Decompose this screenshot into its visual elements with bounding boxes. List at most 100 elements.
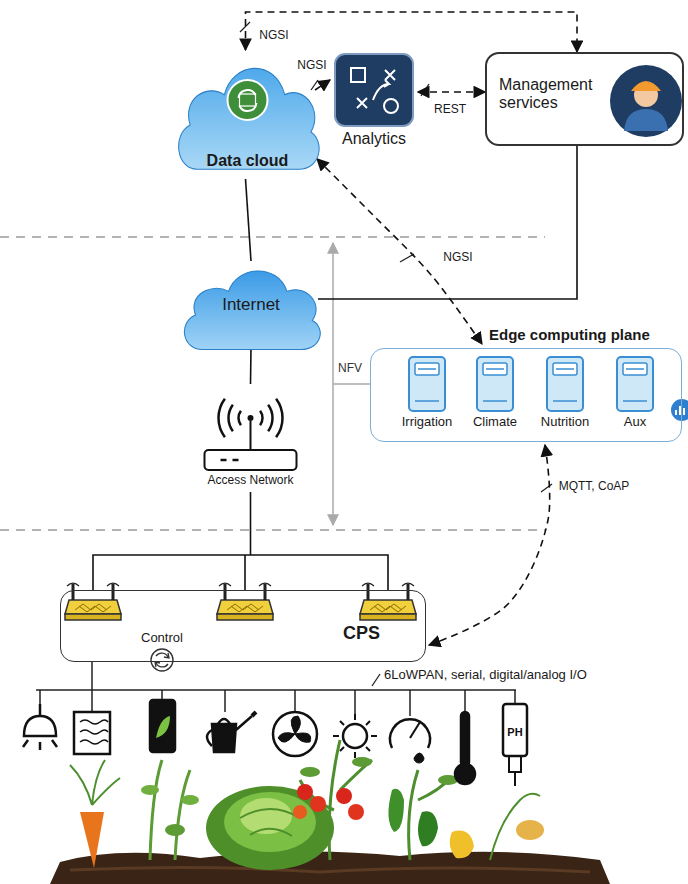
server-shape-part — [483, 369, 507, 401]
server-shape-part — [553, 369, 577, 401]
vegetable-illustration-part — [141, 785, 159, 795]
server-shape-part — [617, 357, 653, 411]
control-loop-icon — [151, 649, 173, 671]
humidity-gauge-icon-part — [414, 753, 424, 763]
cps-router — [65, 583, 416, 620]
watering-can-icon — [207, 712, 256, 752]
vegetable-illustration-part — [336, 788, 352, 804]
vegetable-illustration-part — [224, 792, 316, 852]
edge-label: NGSI — [441, 251, 474, 265]
connector — [246, 12, 578, 52]
humidity-gauge-icon-part — [410, 722, 420, 738]
router-shape-part — [239, 411, 241, 425]
vegetable-illustration-part — [418, 811, 438, 846]
edge-server: Climate — [461, 355, 529, 437]
analytics-shape-part — [335, 54, 413, 126]
connector — [318, 146, 577, 299]
grow-light-icon-part — [343, 724, 367, 748]
router-shape-part — [229, 405, 233, 431]
lamp-icon-part — [23, 740, 57, 750]
node-label: Management services — [499, 76, 611, 113]
aux-chart-icon-part — [671, 399, 688, 421]
nfv-label: NFV — [338, 362, 362, 376]
vegetable-illustration — [50, 740, 610, 884]
edge-label: MQTT, CoAP — [557, 480, 632, 494]
vegetable-illustration-part — [70, 867, 590, 872]
cloudData-shape-part — [228, 80, 268, 120]
vegetable-illustration-part — [348, 804, 364, 820]
manager-shape-part — [610, 65, 682, 137]
fan-icon — [273, 712, 317, 756]
edge-server: Aux — [601, 355, 669, 437]
plane-heading: Edge computing plane — [489, 326, 650, 343]
server-shape-part — [623, 369, 647, 401]
sensor-icon-part — [150, 700, 175, 752]
connector — [429, 445, 550, 645]
edge-slash-part — [421, 84, 429, 96]
edge-slash-part — [541, 484, 552, 492]
edge-label: NGSI — [257, 29, 290, 43]
vegetable-illustration-part — [300, 767, 320, 777]
interface-label: 6LoWPAN, serial, digital/analog I/O — [384, 668, 587, 683]
edge-server: Irrigation — [393, 355, 461, 437]
vegetable-illustration-part — [450, 831, 474, 859]
humidity-gauge-icon-part — [390, 719, 430, 748]
field-bus-part — [91, 662, 93, 690]
vegetable-illustration-part — [181, 795, 199, 805]
nfv-arrow-part — [333, 383, 370, 385]
thermometer-icon-part — [455, 764, 475, 784]
management-box: Management services — [485, 52, 684, 146]
connector — [246, 179, 252, 261]
vegetable-illustration-part — [70, 760, 120, 805]
vegetable-illustration-part — [240, 809, 300, 836]
nfv-arrow — [333, 243, 370, 525]
connector — [250, 347, 252, 384]
router-shape-part — [260, 411, 262, 425]
grow-light-icon-part — [333, 714, 377, 758]
server-shape-part — [547, 357, 583, 411]
router-shape-part — [276, 399, 282, 437]
access-network: Access Network — [190, 380, 311, 492]
node-label: Data cloud — [172, 152, 323, 170]
ph-label: PH — [507, 726, 522, 739]
thermometer-icon-part — [461, 712, 469, 766]
watering-can-icon-part — [207, 716, 252, 746]
connector — [418, 91, 485, 93]
plane-separator-part — [0, 529, 545, 531]
connector — [315, 80, 330, 90]
sensor-icon-part — [156, 716, 170, 738]
node-label: Climate — [461, 415, 529, 430]
cps-heading: CPS — [343, 623, 380, 644]
connector — [93, 492, 388, 590]
vegetable-illustration-part — [310, 796, 326, 812]
router-shape-part — [221, 459, 239, 462]
control-loop-icon-part — [156, 653, 168, 667]
heater-icon-part — [74, 712, 110, 754]
node-label: Aux — [601, 415, 669, 430]
edge-label: REST — [432, 103, 468, 117]
server-shape-part — [477, 357, 513, 411]
cloudData-shape-part — [239, 90, 257, 111]
fan-icon-part — [273, 712, 317, 756]
vegetable-illustration-part — [352, 757, 372, 767]
vegetable-illustration-part — [300, 740, 372, 860]
plane-separator-part — [0, 236, 545, 238]
device-icons — [23, 700, 527, 786]
internet-cloud: Internet — [178, 255, 324, 355]
watering-can-icon-part — [212, 724, 236, 752]
cloudData-shape-part — [240, 94, 256, 106]
connector — [317, 159, 482, 344]
manager-shape-part — [631, 81, 661, 91]
vegetable-illustration-part — [293, 805, 307, 819]
server-shape-part — [415, 369, 439, 401]
vegetable-illustration-part — [516, 820, 544, 840]
field-bus-part — [36, 689, 516, 691]
edge-slash-part — [372, 674, 380, 686]
node-label: Analytics — [326, 130, 422, 148]
router-shape-part — [248, 415, 254, 421]
analytics-shape-part — [384, 99, 398, 113]
edge-label: NGSI — [295, 59, 328, 73]
lamp-icon-part — [39, 704, 42, 716]
